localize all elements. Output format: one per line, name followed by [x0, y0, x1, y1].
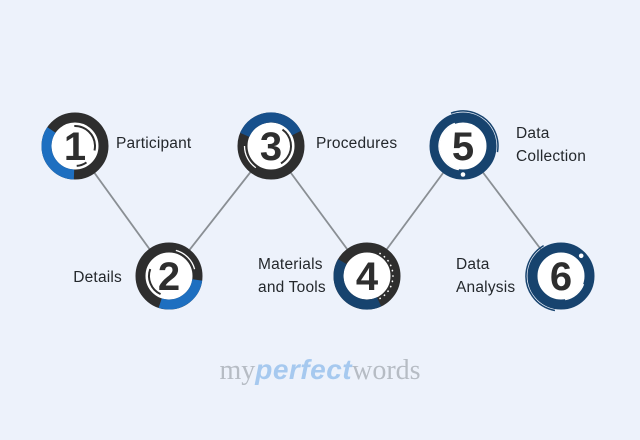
node-face — [439, 122, 487, 170]
node-inner-arc — [54, 125, 96, 167]
node-dot — [460, 172, 466, 177]
step-node-4: 4 — [333, 242, 401, 310]
step-number: 4 — [356, 255, 379, 299]
step-number: 3 — [260, 125, 282, 169]
step-node-5: 5 — [427, 110, 499, 182]
node-highlight-arc — [141, 248, 197, 304]
step-node-1: 1 — [41, 112, 109, 180]
step-label-materials-and-tools: Materials and Tools — [258, 253, 326, 299]
step-label-line: Data — [456, 256, 490, 273]
step-label-line: Participant — [116, 135, 192, 152]
step-label-details: Details — [22, 266, 122, 289]
node-accent-arc — [237, 112, 305, 180]
step-label-data-analysis: Data Analysis — [456, 253, 515, 299]
step-number: 2 — [158, 255, 180, 299]
step-number: 6 — [550, 255, 572, 299]
step-label-line: Details — [73, 269, 122, 286]
node-face — [145, 252, 193, 300]
node-dot — [578, 253, 584, 259]
node-accent-arc — [41, 112, 109, 180]
node-inner-arc — [250, 125, 292, 167]
step-label-line: Procedures — [316, 135, 398, 152]
step-node-3: 3 — [237, 112, 305, 180]
step-label-line: Analysis — [456, 279, 516, 296]
node-face — [343, 252, 391, 300]
brand-logo-part-my: my — [219, 355, 256, 386]
step-node-2: 2 — [135, 242, 203, 310]
node-inner-arc — [148, 255, 190, 297]
step-number: 5 — [452, 125, 474, 169]
step-number: 1 — [64, 125, 86, 169]
step-label-data-collection: Data Collection — [516, 122, 586, 168]
step-label-line: Data — [516, 125, 550, 142]
node-accent-arc — [333, 242, 401, 310]
node-accent-arc — [135, 242, 203, 310]
node-face — [247, 122, 295, 170]
step-label-line: and Tools — [258, 279, 326, 296]
step-label-procedures: Procedures — [316, 132, 397, 155]
step-label-participant: Participant — [116, 132, 191, 155]
node-face — [51, 122, 99, 170]
node-inner-arc-small — [54, 125, 96, 167]
node-outer-arc — [427, 110, 499, 182]
step-label-line: Collection — [516, 148, 587, 165]
step-node-6: 6 — [525, 240, 597, 312]
brand-logo-part-words: words — [352, 355, 421, 386]
node-dotted-arc — [379, 252, 394, 300]
brand-logo-part-perfect: perfect — [255, 354, 353, 385]
node-face — [537, 252, 585, 300]
node-outer-arc — [525, 240, 597, 312]
brand-logo: myperfectwords — [0, 354, 640, 387]
node-ring — [527, 242, 595, 310]
step-label-line: Materials — [258, 256, 323, 273]
node-highlight-arc — [536, 251, 586, 301]
